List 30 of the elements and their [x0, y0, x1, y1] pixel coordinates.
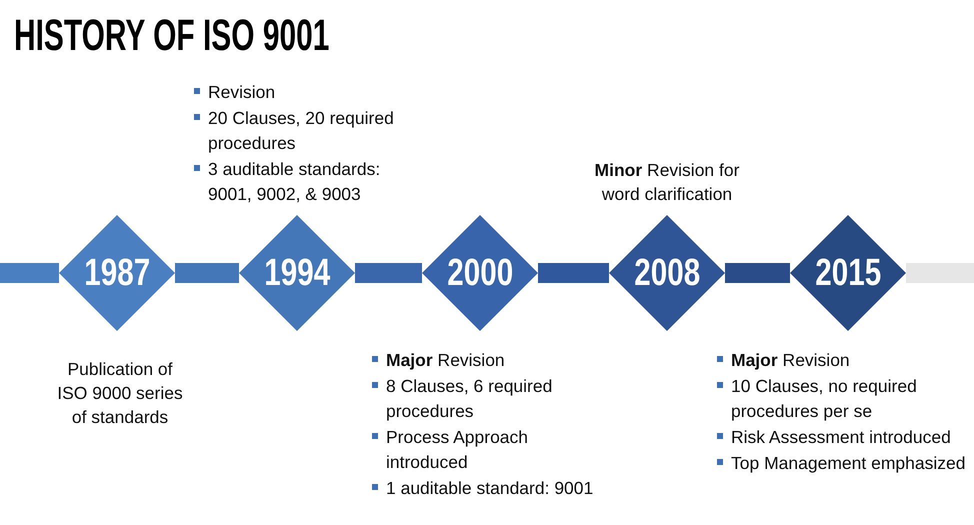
- bullet-text: Risk Assessment introduced: [731, 426, 951, 449]
- year-label: 1994: [264, 253, 330, 293]
- bullet-text: Major Revision: [386, 349, 505, 372]
- year-diamond: [422, 215, 538, 331]
- year-diamond: [790, 215, 906, 331]
- timeline-band: [355, 263, 422, 283]
- bullet-text: 3 auditable standards: 9001, 9002, & 9003: [208, 158, 382, 206]
- bullet-text: 20 Clauses, 20 required procedures: [208, 107, 395, 155]
- bullet-text: 10 Clauses, no required procedures per se: [731, 375, 918, 423]
- year-label: 2015: [815, 253, 881, 293]
- year-diamond: [609, 215, 725, 331]
- year-diamond: [59, 215, 175, 331]
- bullet-text: Revision: [208, 81, 276, 104]
- year-label: 1987: [84, 253, 150, 293]
- year-diamond: [239, 215, 355, 331]
- timeline-band: [538, 263, 609, 283]
- year-label: 2008: [634, 253, 700, 293]
- bullet-text: Major Revision: [731, 349, 850, 372]
- timeline-band: [0, 263, 59, 283]
- milestone-text: Minor Revision for word clarification: [594, 159, 740, 206]
- timeline-band: [906, 263, 974, 283]
- bullet-text: 8 Clauses, 6 required procedures: [386, 375, 554, 423]
- bullet-text: 1 auditable standard: 9001: [386, 477, 594, 500]
- bullet-text: Process Approach introduced: [386, 426, 530, 474]
- title: HISTORY OF ISO 9001: [14, 10, 330, 62]
- bullet-text: Top Management emphasized: [731, 452, 966, 475]
- timeline-band: [175, 263, 239, 283]
- timeline-band: [725, 263, 790, 283]
- milestone-text: Publication of ISO 9000 series of standards: [56, 358, 184, 429]
- year-label: 2000: [447, 253, 513, 293]
